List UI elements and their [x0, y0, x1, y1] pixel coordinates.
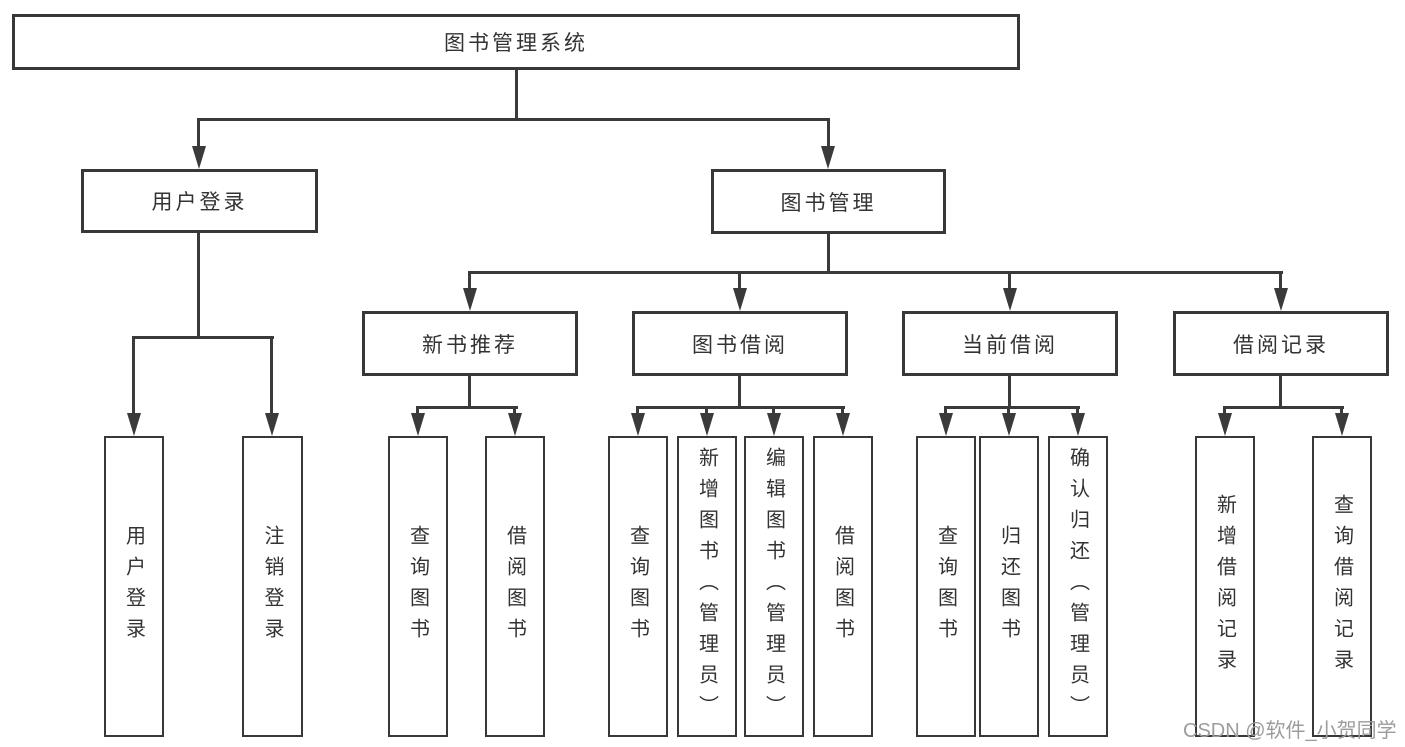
node-borrowing-records: 借阅记录 [1173, 311, 1389, 376]
leaf-edit-books-admin: 编辑图书（管理员） [744, 436, 804, 737]
connector-records-stem [1279, 376, 1282, 407]
leaf-borrow-books-recommend: 借阅图书 [485, 436, 545, 737]
leaf-logout: 注销登录 [242, 436, 303, 737]
connector-current-leg-3 [1076, 406, 1079, 415]
connector-new-book-bar [416, 406, 518, 409]
arrow-down-icon [631, 413, 645, 436]
connector-root-bar [197, 118, 830, 121]
leaf-query-borrow-record: 查询借阅记录 [1312, 436, 1372, 737]
leaf-query-books-recommend: 查询图书 [388, 436, 448, 737]
connector-borrowing-bar [636, 406, 845, 409]
arrow-down-icon [1218, 413, 1232, 436]
connector-user-login-stem [197, 233, 200, 337]
arrow-down-icon [463, 288, 477, 311]
connector-current-bar [944, 406, 1080, 409]
connector-new-book-stem [468, 376, 471, 407]
arrow-down-icon [411, 413, 425, 436]
leaf-return-books: 归还图书 [979, 436, 1039, 737]
connector-user-login-bar [132, 336, 274, 339]
connector-book-mgmt-stem [827, 234, 830, 272]
node-current-borrowing: 当前借阅 [902, 311, 1118, 376]
connector-borrowing-leg-1 [636, 406, 639, 415]
arrow-down-icon [192, 146, 206, 169]
leaf-query-books-borrowing: 查询图书 [608, 436, 668, 737]
connector-root-leg-right [827, 118, 830, 147]
connector-borrowing-leg-2 [705, 406, 708, 415]
arrow-down-icon [836, 413, 850, 436]
arrow-down-icon [1071, 413, 1085, 436]
arrow-down-icon [821, 146, 835, 169]
node-book-borrowing: 图书借阅 [632, 311, 848, 376]
arrow-down-icon [1003, 288, 1017, 311]
leaf-user-login: 用户登录 [104, 436, 164, 737]
arrow-down-icon [1335, 413, 1349, 436]
csdn-watermark: CSDN @软件_小贺同学 [1183, 720, 1397, 742]
leaf-add-books-admin: 新增图书（管理员） [677, 436, 737, 737]
connector-records-bar [1223, 406, 1344, 409]
connector-book-mgmt-bar [468, 271, 1283, 274]
arrow-down-icon [265, 413, 279, 436]
arrow-down-icon [700, 413, 714, 436]
connector-new-book-leg-1 [416, 406, 419, 415]
connector-borrowing-stem [738, 376, 741, 407]
node-user-login: 用户登录 [81, 169, 318, 233]
connector-records-leg-2 [1340, 406, 1343, 415]
leaf-confirm-return-admin: 确认归还（管理员） [1048, 436, 1108, 737]
connector-current-stem [1008, 376, 1011, 407]
leaf-query-books-current: 查询图书 [916, 436, 976, 737]
arrow-down-icon [767, 413, 781, 436]
arrow-down-icon [1274, 288, 1288, 311]
connector-book-mgmt-leg-2 [738, 271, 741, 289]
leaf-borrow-books-borrowing: 借阅图书 [813, 436, 873, 737]
connector-borrowing-leg-3 [772, 406, 775, 415]
arrow-down-icon [939, 413, 953, 436]
connector-records-leg-1 [1223, 406, 1226, 415]
node-new-book-recommend: 新书推荐 [362, 311, 578, 376]
arrow-down-icon [1002, 413, 1016, 436]
node-book-management: 图书管理 [711, 169, 946, 234]
connector-book-mgmt-leg-1 [468, 271, 471, 289]
connector-user-login-leg-1 [132, 336, 135, 414]
node-root-library-management-system: 图书管理系统 [12, 14, 1020, 70]
connector-current-leg-1 [944, 406, 947, 415]
connector-new-book-leg-2 [513, 406, 516, 415]
connector-book-mgmt-leg-4 [1279, 271, 1282, 289]
connector-book-mgmt-leg-3 [1008, 271, 1011, 289]
connector-root-leg-left [197, 118, 200, 147]
connector-user-login-leg-2 [270, 336, 273, 414]
arrow-down-icon [508, 413, 522, 436]
arrow-down-icon [733, 288, 747, 311]
leaf-add-borrow-record: 新增借阅记录 [1195, 436, 1255, 737]
connector-current-leg-2 [1007, 406, 1010, 415]
arrow-down-icon [127, 413, 141, 436]
connector-root-stem [515, 70, 518, 118]
connector-borrowing-leg-4 [841, 406, 844, 415]
